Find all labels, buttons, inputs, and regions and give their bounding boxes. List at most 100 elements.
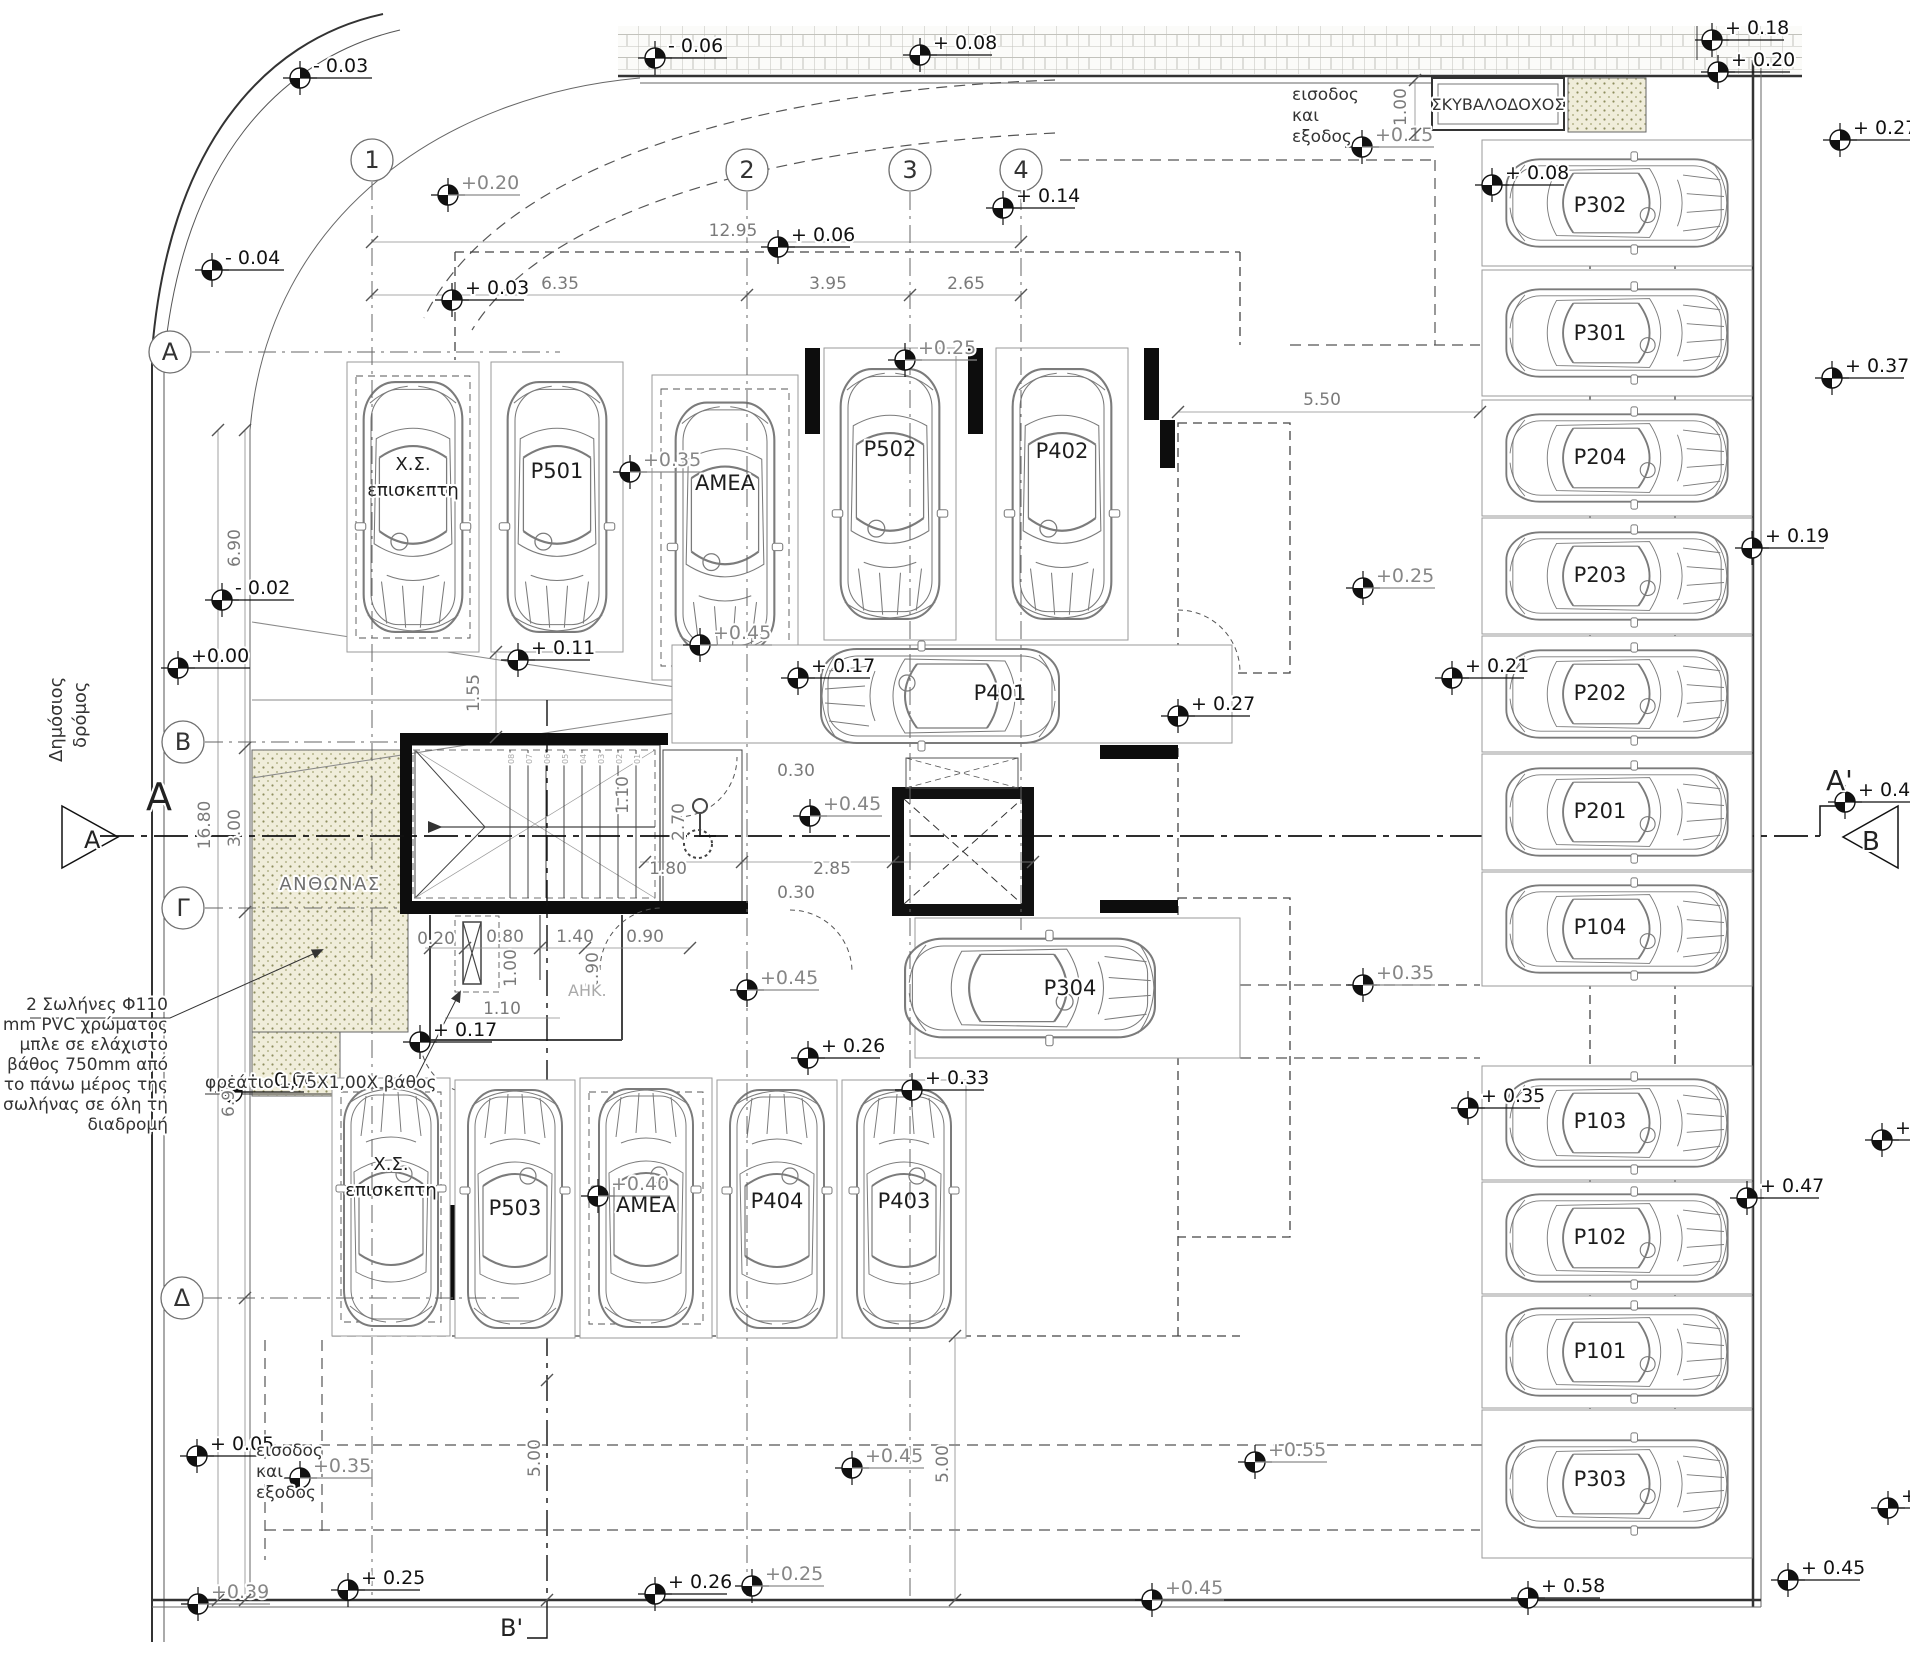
elevation-marker: +0.35: [1345, 960, 1436, 1003]
pvc-note-line: το πάνω μέρος της: [4, 1075, 168, 1095]
elevation-marker: + 0.: [1870, 1483, 1910, 1526]
parking-stall-P503: P503: [454, 1079, 576, 1339]
stall-label: Χ.Σ.: [373, 1154, 408, 1175]
grid-bubble-label: Γ: [176, 894, 190, 922]
elevator-x: [903, 798, 1023, 905]
wall-segment: [400, 733, 412, 914]
elevation-value: + 0.18: [1725, 17, 1789, 39]
grid-bubble-2: 2: [725, 148, 769, 1598]
pvc-note-leader: [30, 949, 324, 1019]
parking-stall-P103: P103: [1481, 1065, 1753, 1181]
stall-label: P201: [1574, 799, 1627, 823]
elevation-value: + 0.37: [1845, 355, 1909, 377]
grid-bubble-1: 1: [350, 138, 394, 1598]
road-curb-outer: [151, 13, 384, 1642]
dim-tick: [238, 423, 252, 437]
dim-tick: [365, 288, 379, 302]
elevation-value: +0.55: [1268, 1439, 1326, 1461]
elevation-marker: + 0.33: [894, 1065, 991, 1108]
garbage-hatch-pad: [1567, 77, 1647, 133]
elevation-value: +0.45: [760, 967, 818, 989]
stall-label: P303: [1574, 1467, 1627, 1491]
elevation-value: +0.25: [918, 337, 976, 359]
parking-stall-XS-visitor-bottom: Χ.Σ.επισκεπτη: [331, 1077, 451, 1337]
elevation-value: - 0.06: [668, 35, 723, 57]
site-boundary: [151, 13, 1802, 1642]
dimension-text: 5.00: [525, 1439, 545, 1477]
section-arrow-letter-A: A: [84, 826, 101, 854]
stall-label: P304: [1044, 976, 1097, 1000]
wall-segment: [1160, 420, 1175, 468]
parking-stall-P401: P401: [671, 640, 1233, 752]
elevation-marker: + 0.21: [1434, 653, 1531, 696]
grid-bubble-4: 4: [999, 148, 1043, 930]
entry-exit-label-bottom: εξοδος: [256, 1483, 316, 1503]
dim-tick: [1473, 405, 1487, 419]
elevation-marker: - 0.02: [204, 575, 294, 618]
elevation-value: + 0.58: [1541, 1575, 1605, 1597]
dim-tick: [948, 1329, 962, 1343]
dim-tick: [1408, 127, 1422, 141]
elevation-marker: +0.45: [1134, 1575, 1225, 1618]
stall-label: P502: [864, 437, 917, 461]
elevation-value: + 0.08: [1505, 162, 1569, 184]
pvc-note-line: σωλήνας σε όλη τη: [3, 1095, 168, 1115]
stair-core: [407, 744, 743, 904]
elevation-value: +0.45: [713, 622, 771, 644]
wall-segment: [1100, 900, 1178, 913]
dimension-text: 3.00: [225, 809, 245, 847]
elevation-marker: +0.45: [682, 620, 773, 663]
dimension-text: 12.95: [709, 221, 758, 241]
grid-bubble-circle: [161, 720, 205, 764]
dimension-text: 6.35: [541, 274, 579, 294]
grid-bubble-label: 1: [364, 146, 379, 174]
plot-boundary-curve: [249, 77, 641, 1600]
elevation-value: +0.45: [823, 793, 881, 815]
dim-tick: [886, 855, 900, 869]
elevation-marker: +0.00: [160, 643, 251, 686]
dimension-text: 6.90: [225, 529, 245, 567]
drive-path-dashed: [264, 79, 1753, 1560]
elevation-marker: + 0.18: [1694, 15, 1791, 58]
elevation-value: +0.45: [865, 1445, 923, 1467]
parking-stall-P203: P203: [1481, 517, 1753, 635]
elevation-value: - 0.04: [225, 247, 280, 269]
dimension-text: 1.00: [501, 949, 521, 987]
stair-tread-number: 08: [507, 754, 516, 764]
pit-x-box: [462, 921, 482, 985]
elevation-marker: +- 0.00: [214, 1067, 318, 1110]
stall-label: P204: [1574, 445, 1627, 469]
dim-tick: [489, 730, 503, 744]
pvc-note-line: μπλε σε ελάχιστο: [19, 1035, 168, 1055]
dimension-text: 2.65: [947, 274, 985, 294]
garbage-area: [1414, 77, 1647, 134]
dimension-text: 1.90: [583, 952, 603, 990]
parking-stall-P403: P403: [841, 1079, 967, 1339]
planter: [251, 749, 409, 1097]
elevation-marker: + 0.08: [902, 30, 999, 73]
grid-bubble-circle: [999, 148, 1043, 192]
elevation-value: + 0.27: [1191, 693, 1255, 715]
elevation-value: +0.20: [461, 172, 519, 194]
stall-label: P302: [1574, 193, 1627, 217]
stair-tread-number: 07: [525, 754, 534, 764]
grid-bubble-B: B: [161, 720, 402, 764]
elevation-marker: +0.25: [1345, 563, 1436, 606]
public-road-label: Δημόσιος: [46, 677, 67, 762]
garbage-box: [1431, 77, 1565, 131]
grid-bubble-circle: [350, 138, 394, 182]
elevation-value: - 0.02: [235, 577, 290, 599]
wall-segment: [968, 348, 983, 434]
public-road-label: δρόμος: [70, 682, 91, 748]
elevation-marker: +0.15: [1344, 122, 1435, 165]
grid-bubble-label: 2: [739, 156, 754, 184]
parking-stall-P202: P202: [1481, 635, 1753, 753]
elevation-value: + 0.20: [1731, 49, 1795, 71]
stall-label: επισκεπτη: [367, 480, 459, 501]
parking-stall-P303: P303: [1481, 1409, 1753, 1559]
pit-note: φρεάτιο 1,75Χ1,00Χ βάθος: [205, 1073, 436, 1093]
dim-tick: [540, 1593, 554, 1607]
elevation-value: + 0.47: [1760, 1175, 1824, 1197]
elevation-value: + 0.: [1901, 1485, 1910, 1507]
dim-tick: [238, 1593, 252, 1607]
